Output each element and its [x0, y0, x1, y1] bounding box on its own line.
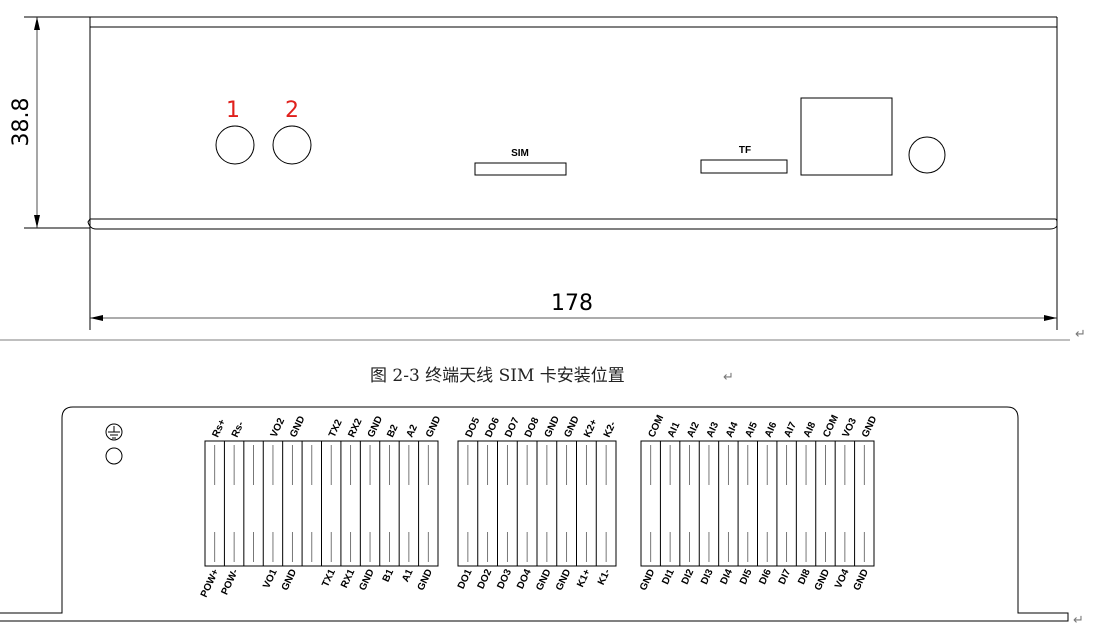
caption-return-mark: ↵ [723, 370, 734, 385]
block3-top-pin-label: COM [646, 413, 666, 439]
width-arrow-left [90, 315, 103, 321]
block3-top-pin-label: AI8 [802, 420, 819, 439]
block3-bottom-pin-label: VO4 [833, 567, 852, 590]
block2-bottom-pin-label: DO3 [495, 567, 514, 591]
block1-top-pin-label: GND [424, 414, 443, 439]
block2-top-pin-label: K2- [602, 420, 619, 439]
block1-top-pin-label: B2 [385, 423, 401, 440]
block1-top-pin-label: TX2 [327, 418, 345, 440]
height-arrow-bottom [34, 215, 40, 228]
block1-bottom-pin-label: TX1 [320, 567, 338, 589]
ethernet-port [800, 97, 893, 176]
block2-top-pin-label: GND [562, 414, 581, 439]
block2-bottom-pin-label: DO1 [456, 567, 475, 591]
block1-bottom-pin-label: VO1 [261, 567, 280, 590]
block1-bottom-pin-label: GND [280, 568, 299, 593]
block3-bottom-pin-label: DI6 [757, 567, 774, 586]
width-arrow-right [1044, 315, 1057, 321]
antenna-port-1 [215, 125, 255, 165]
block3-top-pin-label: AI1 [666, 420, 683, 439]
block1-top-pin-label: VO2 [269, 416, 288, 439]
bottom-flange [87, 218, 1058, 230]
block3-bottom-pin-label: DI4 [719, 567, 736, 586]
block1-top-pin-label: Rs+ [210, 418, 228, 440]
block3-bottom-pin-label: DI5 [738, 567, 755, 586]
block1-top-pin-label: GND [366, 414, 385, 439]
block1-top-pin-label: A2 [405, 423, 421, 440]
block3-bottom-pin-label: GND [813, 568, 832, 593]
height-arrow-top [34, 17, 40, 30]
block2-bottom-pin-label: DO2 [476, 567, 495, 591]
block2-bottom-pin-label: K1- [596, 568, 613, 587]
block2-top-pin-label: DO7 [503, 416, 522, 440]
block2-bottom-pin-label: DO4 [515, 567, 534, 591]
block3-bottom-pin-label: DI1 [660, 567, 677, 586]
block2-top-pin-label: DO5 [464, 416, 483, 440]
round-indicator [908, 136, 946, 174]
bottom-return-mark: ↵ [1073, 613, 1084, 628]
block3-top-pin-label: GND [860, 414, 879, 439]
block3-bottom-pin-label: GND [852, 568, 871, 593]
housing-outline [0, 406, 1069, 622]
block3-top-pin-label: AI3 [705, 420, 722, 439]
block1-bottom-pin-label: GND [357, 568, 376, 593]
port-label-2: 2 [285, 98, 299, 123]
block1-bottom-pin-label: POW- [219, 568, 240, 597]
sim-label: SIM [511, 148, 529, 159]
block3-bottom-pin-label: DI8 [796, 567, 813, 586]
block1-top-pin-label: Rs- [230, 420, 247, 439]
block3-bottom-pin-label: GND [638, 568, 657, 593]
return-mark: ↵ [1075, 327, 1086, 342]
block3-top-pin-label: VO3 [841, 416, 860, 439]
block2-bottom-pin-label: GND [554, 568, 573, 593]
block1-bottom-pin-label: A1 [400, 567, 416, 584]
block3-bottom-pin-label: DI3 [699, 567, 716, 586]
tf-slot [700, 159, 788, 174]
block2-bottom-pin-label: K1+ [575, 567, 593, 589]
block1-top-pin-label: GND [288, 414, 307, 439]
block1-bottom-pin-label: GND [416, 568, 435, 593]
height-dim-text: 38.8 [9, 98, 34, 147]
block2-bottom-pin-label: GND [534, 568, 553, 593]
figure-caption: 图 2-3 终端天线 SIM 卡安装位置 [370, 366, 625, 386]
block1-bottom-pin-label: B1 [381, 567, 397, 584]
block1-bottom-pin-label: RX1 [339, 567, 357, 590]
block3-top-pin-label: AI2 [685, 420, 702, 439]
block1-top-pin-label: RX2 [346, 417, 364, 440]
block3-top-pin-label: COM [821, 413, 841, 439]
block3-bottom-pin-label: DI7 [777, 567, 794, 586]
ground-screw-hole [105, 447, 123, 465]
bottom-view: ↵ Rs+POW+Rs-POW-VO2VO1GNDGNDTX2TX1RX2RX1… [0, 406, 1084, 628]
block2-top-pin-label: DO8 [523, 416, 542, 440]
ground-icon [105, 423, 123, 441]
antenna-port-2 [272, 125, 312, 165]
block2-top-pin-label: DO6 [483, 416, 502, 440]
block3-top-pin-label: AI7 [782, 420, 799, 439]
tf-label: TF [739, 145, 751, 156]
block3-bottom-pin-label: DI2 [680, 567, 697, 586]
block3-top-pin-label: AI6 [763, 420, 780, 439]
port-label-1: 1 [226, 98, 240, 123]
block3-top-pin-label: AI5 [744, 420, 761, 439]
sim-slot [474, 162, 567, 176]
block2-top-pin-label: K2+ [582, 418, 600, 440]
width-dim-text: 178 [551, 291, 593, 316]
block3-top-pin-label: AI4 [724, 420, 741, 439]
top-view: 38.8 178 ↵ 1 2 SIM TF [0, 16, 1086, 342]
block2-top-pin-label: GND [543, 414, 562, 439]
block1-bottom-pin-label: POW+ [199, 567, 222, 599]
